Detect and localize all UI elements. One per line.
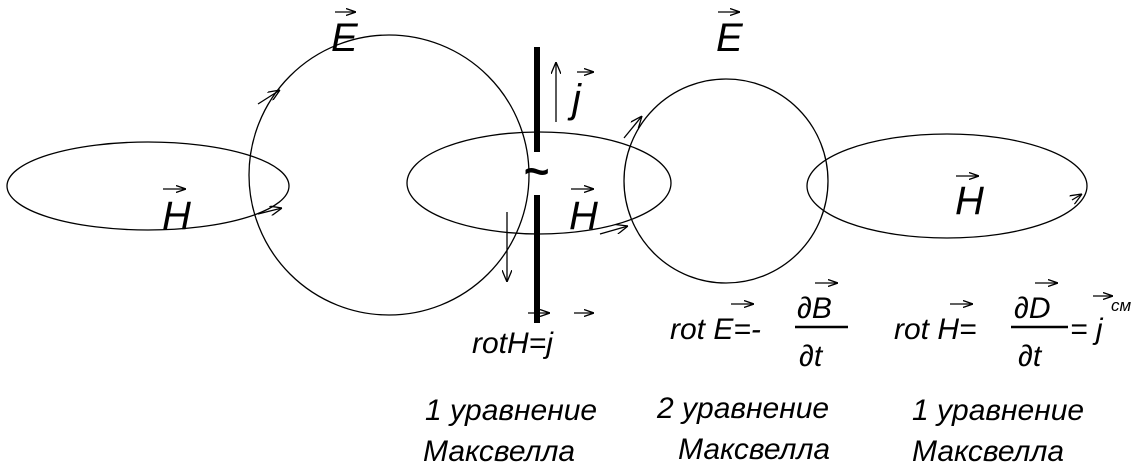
h-loop-left [6, 141, 290, 231]
label-h-left: H [162, 194, 191, 238]
equation-3: rot H= ∂D ∂t = j см [894, 283, 1132, 373]
label-e-right: E [716, 16, 744, 60]
e-loop-left [248, 34, 530, 316]
caption-2-line2: Максвелла [678, 433, 830, 466]
eq2-numerator: ∂B [797, 292, 832, 325]
field-labels: E E H H H j [162, 12, 984, 238]
label-h-middle: H [569, 194, 598, 238]
eq3-right: = j [1070, 313, 1104, 346]
eq3-left: rot H= [894, 313, 977, 346]
caption-2-line1: 2 уравнение [656, 392, 829, 425]
eq3-denominator: ∂t [1018, 340, 1043, 373]
caption-1-line2: Максвелла [423, 435, 575, 468]
arrow-e-left-top [257, 90, 280, 105]
dipole-antenna: ~ [507, 47, 556, 323]
equation-1: rotH=j [472, 313, 594, 360]
eq3-superscript: см [1111, 296, 1132, 315]
eq1-text: rotH=j [472, 327, 554, 360]
arrow-h-right [1072, 194, 1082, 200]
label-j: j [567, 77, 582, 121]
arrow-h-middle [599, 226, 628, 235]
arrow-e-right [623, 116, 642, 139]
caption-3-line2: Максвелла [912, 435, 1064, 468]
equation-2: rot E=- ∂B ∂t [670, 283, 848, 373]
label-e-left: E [331, 16, 359, 60]
eq3-numerator: ∂D [1014, 292, 1051, 325]
caption-3-line1: 1 уравнение [912, 394, 1084, 427]
h-loop-right [806, 133, 1088, 239]
e-loop-right [623, 78, 829, 284]
loop-arrows [257, 90, 1082, 235]
equations: rotH=j rot E=- ∂B ∂t rot H= ∂D ∂t = j см [472, 283, 1132, 373]
eq2-denominator: ∂t [799, 340, 824, 373]
label-h-right: H [955, 179, 984, 223]
captions: 1 уравнение Максвелла 2 уравнение Максве… [423, 392, 1084, 468]
eq2-left: rot E=- [670, 313, 761, 346]
arrow-e-left-bottom [257, 208, 282, 214]
caption-1-line1: 1 уравнение [425, 394, 597, 427]
source-symbol: ~ [523, 147, 549, 196]
